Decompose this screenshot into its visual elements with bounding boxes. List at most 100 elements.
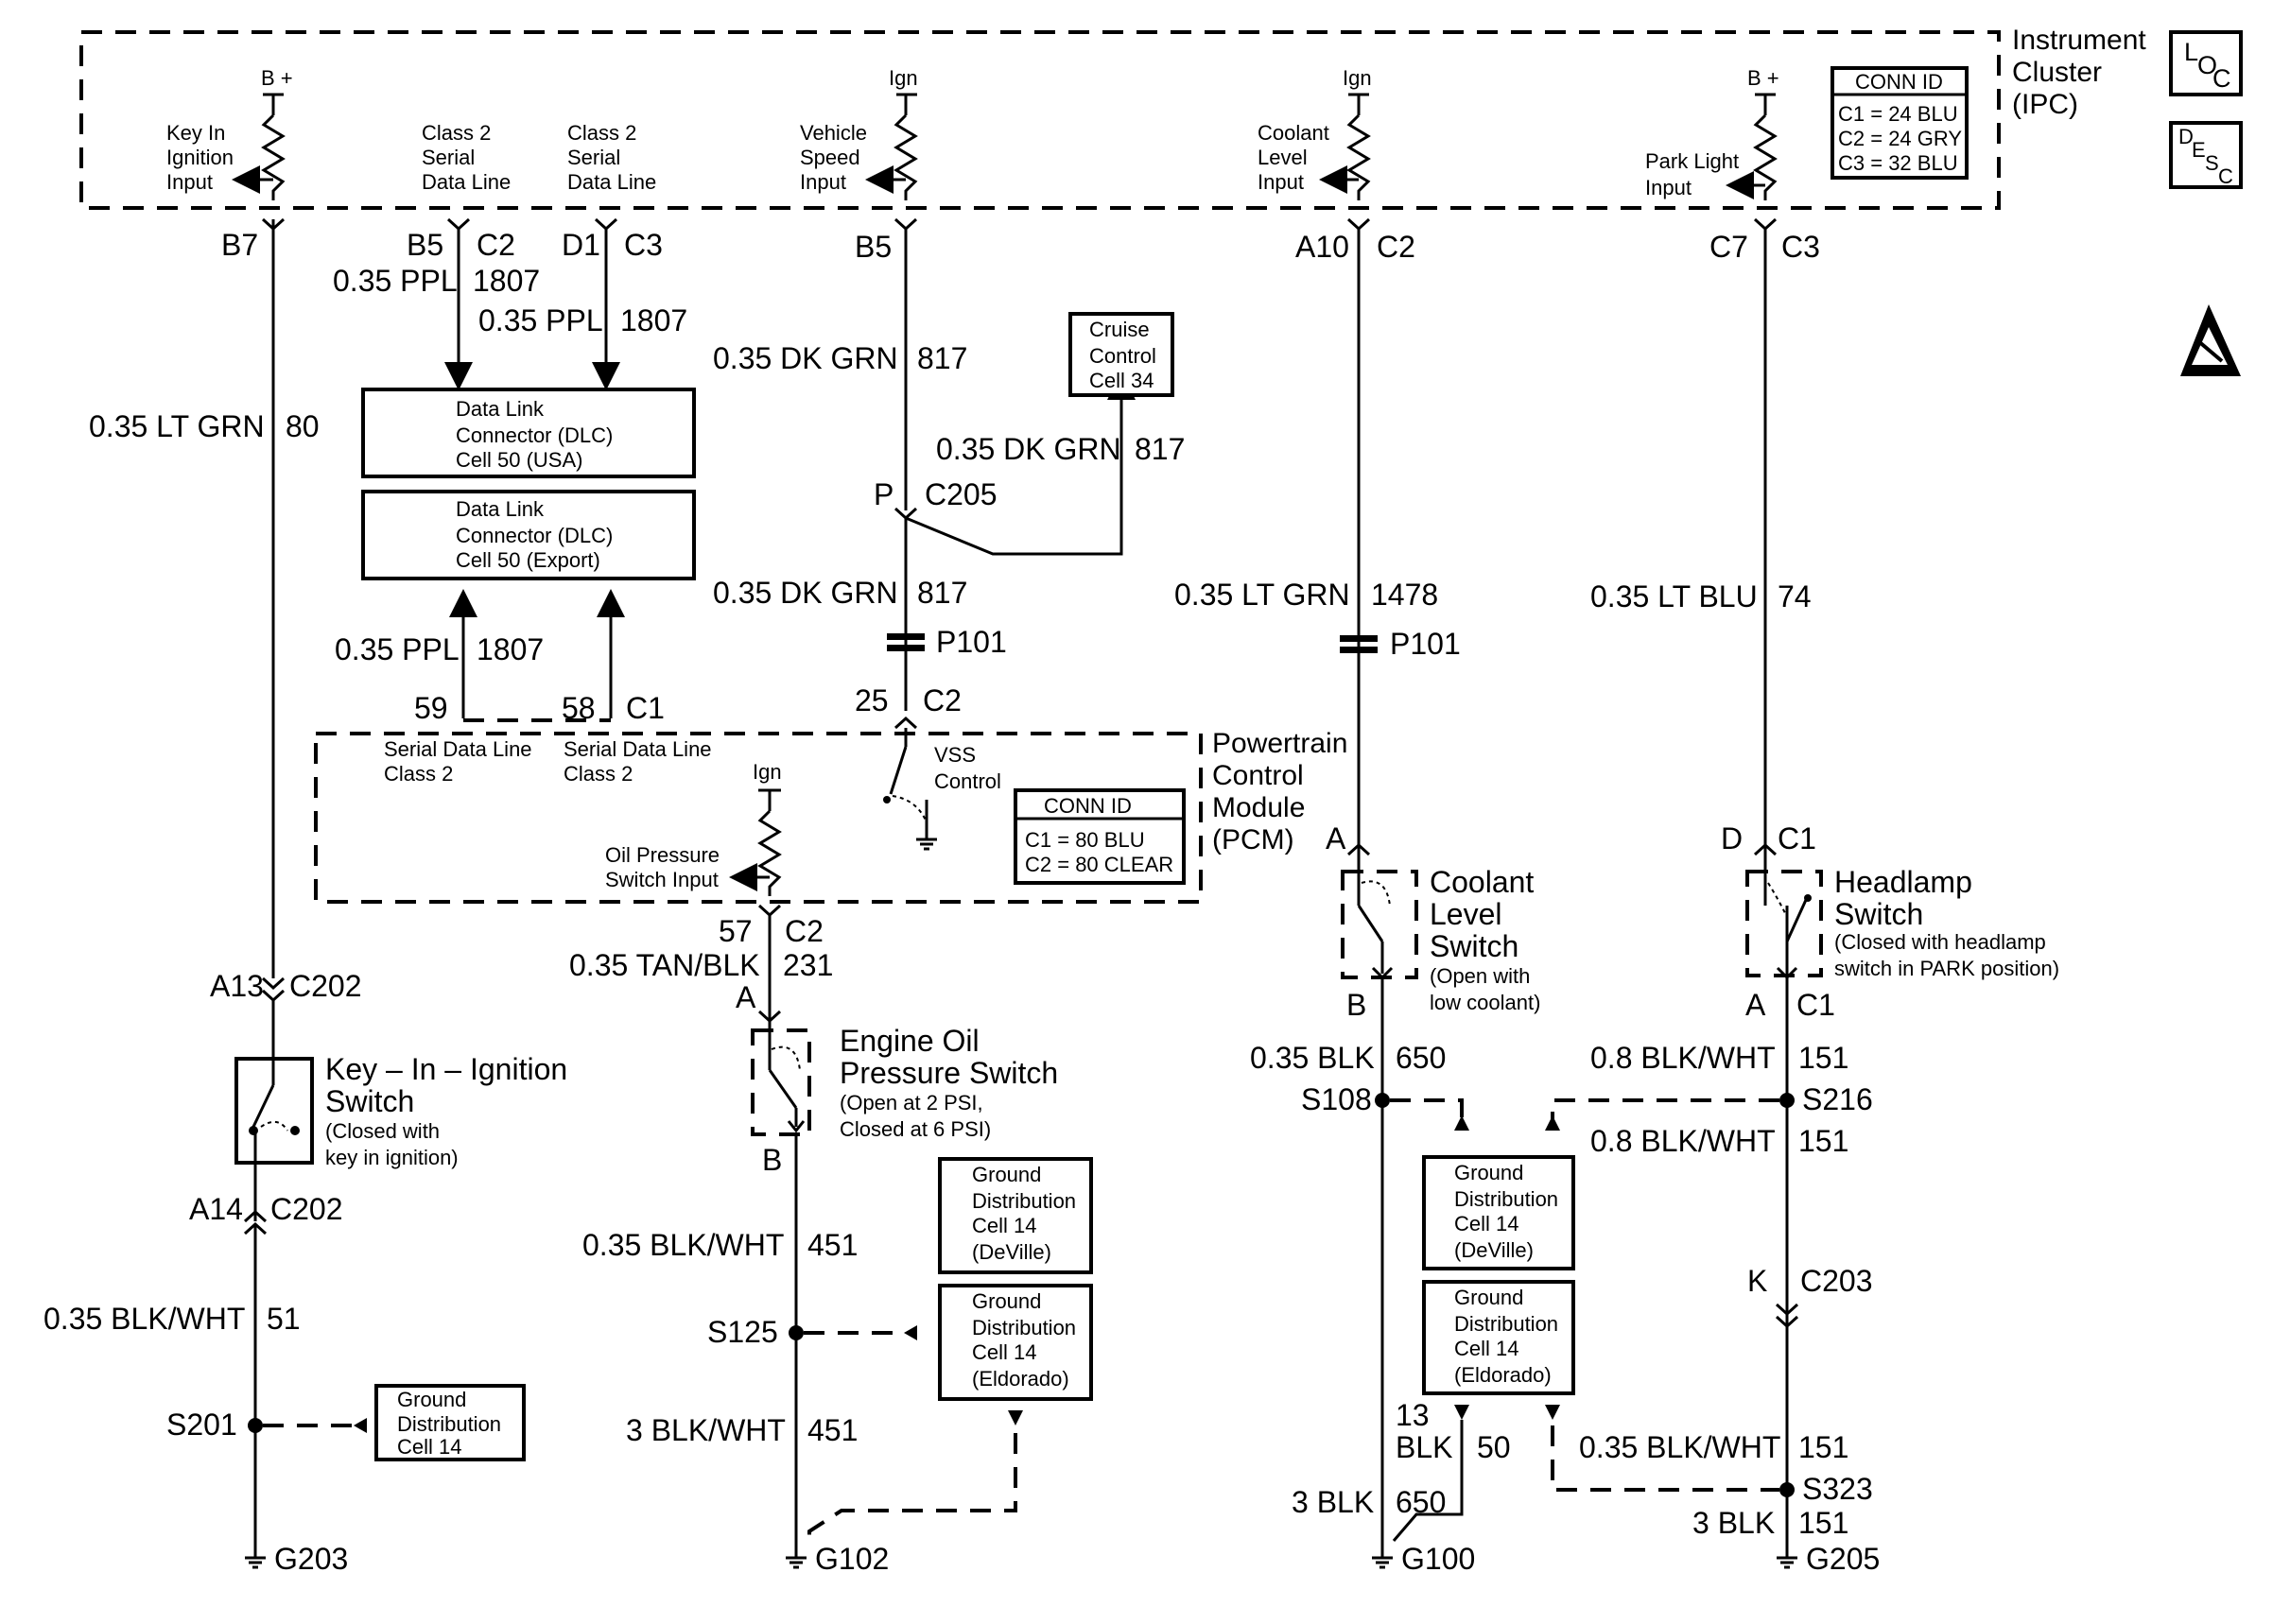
cruise-control-box: Cruise Control Cell 34 — [1068, 312, 1174, 397]
svg-text:Class 2: Class 2 — [384, 762, 453, 786]
svg-text:Data Line: Data Line — [567, 170, 656, 194]
pin-25: 25 — [855, 683, 889, 717]
svg-text:Control: Control — [934, 769, 1001, 793]
svg-text:(Closed with: (Closed with — [325, 1119, 440, 1143]
wire-817-b-gauge: 0.35 DK GRN — [936, 432, 1121, 466]
svg-text:Vehicle: Vehicle — [800, 121, 867, 145]
pin-a13: A13 — [210, 969, 264, 1003]
wire-817-a-number: 817 — [917, 341, 967, 375]
svg-text:C2 = 24 GRY: C2 = 24 GRY — [1838, 127, 1962, 150]
ground-g205-symbol — [1775, 1548, 1799, 1569]
pcm-vss-control: VSS Control — [883, 728, 1001, 851]
wire-80-gauge: 0.35 LT GRN — [89, 409, 265, 443]
wire-1807-b-number: 1807 — [620, 303, 687, 337]
pin-b-coolant: B — [1346, 988, 1366, 1022]
svg-text:(IPC): (IPC) — [2012, 89, 2078, 120]
splice-s108-label: S108 — [1301, 1082, 1372, 1116]
svg-text:Key In: Key In — [166, 121, 225, 145]
svg-text:S: S — [2205, 151, 2219, 175]
pin-d: D — [1721, 821, 1743, 855]
pin-k-c203: C203 — [1800, 1264, 1873, 1298]
svg-text:Serial: Serial — [567, 146, 620, 169]
svg-text:CONN ID: CONN ID — [1855, 70, 1943, 94]
pcm-serial-a-label: Serial Data Line Class 2 — [384, 737, 532, 786]
pcm-title: Powertrain Control Module (PCM) — [1212, 728, 1347, 855]
svg-text:Module: Module — [1212, 792, 1305, 823]
pin-b5-c2-a: B5 — [407, 228, 443, 262]
svg-text:Input: Input — [1258, 170, 1304, 194]
c202-top-chevron — [261, 976, 286, 991]
pcm-outline — [314, 732, 1203, 904]
svg-text:Oil Pressure: Oil Pressure — [605, 843, 720, 867]
wire-650-b-gauge: 3 BLK — [1292, 1485, 1374, 1519]
svg-text:Switch: Switch — [325, 1084, 414, 1118]
svg-text:Level: Level — [1258, 146, 1308, 169]
wire-151-a-gauge: 0.8 BLK/WHT — [1590, 1041, 1776, 1075]
svg-text:Input: Input — [166, 170, 213, 194]
svg-text:Data Line: Data Line — [422, 170, 511, 194]
svg-text:C1 = 24 BLU: C1 = 24 BLU — [1838, 102, 1958, 126]
wire-451-a-gauge: 0.35 BLK/WHT — [582, 1228, 784, 1262]
splice-s125-label: S125 — [707, 1315, 778, 1349]
pin-58: 58 — [562, 691, 596, 725]
svg-text:C3 = 32 BLU: C3 = 32 BLU — [1838, 151, 1958, 175]
wire-151-d-number: 151 — [1798, 1506, 1848, 1540]
pin-a-coolant: A — [1326, 821, 1346, 855]
ground-g102-symbol — [784, 1548, 808, 1569]
wire-151-c-number: 151 — [1798, 1430, 1848, 1464]
svg-text:Headlamp: Headlamp — [1834, 865, 1972, 899]
wire-151-d-gauge: 3 BLK — [1692, 1506, 1775, 1540]
svg-text:Key – In – Ignition: Key – In – Ignition — [325, 1052, 567, 1086]
svg-text:C2 = 80 CLEAR: C2 = 80 CLEAR — [1025, 853, 1173, 876]
pin-a10: A10 — [1295, 230, 1349, 264]
wire-51-gauge: 0.35 BLK/WHT — [43, 1302, 245, 1336]
pin-a14: A14 — [189, 1192, 243, 1226]
svg-text:Powertrain: Powertrain — [1212, 728, 1347, 759]
svg-text:Cell 14: Cell 14 — [1454, 1337, 1518, 1360]
svg-text:Cell 14: Cell 14 — [397, 1435, 461, 1459]
svg-text:Input: Input — [800, 170, 846, 194]
svg-text:Data Link: Data Link — [456, 397, 545, 421]
ground-g203-symbol — [243, 1548, 268, 1569]
ipc-title: Instrument Cluster (IPC) — [2012, 25, 2146, 120]
svg-text:E: E — [2192, 138, 2206, 162]
svg-text:L: L — [2184, 38, 2198, 66]
ipc-park-light-input: B + Park Light Input — [1645, 66, 1779, 202]
pin-d1-c3-b: C3 — [624, 228, 663, 262]
pin-b5-c2-b: C2 — [477, 228, 515, 262]
ground-dist-cell14-box: Ground Distribution Cell 14 — [374, 1384, 526, 1461]
pin-d1-c3-a: D1 — [562, 228, 600, 262]
svg-text:Ground: Ground — [972, 1289, 1041, 1313]
wire-50 — [1392, 1420, 1464, 1542]
svg-text:(DeVille): (DeVille) — [1454, 1238, 1534, 1262]
wire-1807-c-gauge: 0.35 PPL — [335, 632, 460, 666]
ipc-vss-input: Ign Vehicle Speed Input — [800, 66, 918, 202]
svg-text:Ground: Ground — [397, 1388, 466, 1411]
pin-57: 57 — [719, 914, 753, 948]
svg-text:Cell 14: Cell 14 — [972, 1214, 1036, 1237]
svg-text:Distribution: Distribution — [397, 1412, 501, 1436]
svg-text:Switch: Switch — [1834, 897, 1923, 931]
svg-text:Cell 14: Cell 14 — [972, 1340, 1036, 1364]
splice-s125 — [789, 1325, 804, 1340]
wire-451-b-gauge: 3 BLK/WHT — [626, 1413, 786, 1447]
wire-650-a-gauge: 0.35 BLK — [1250, 1041, 1375, 1075]
svg-text:C: C — [2218, 164, 2233, 188]
svg-text:Class 2: Class 2 — [567, 121, 636, 145]
svg-text:Input: Input — [1645, 176, 1692, 199]
ipc-class2-a-label: Class 2 Serial Data Line — [422, 121, 511, 194]
wire-1478-number: 1478 — [1371, 578, 1438, 612]
svg-text:Connector (DLC): Connector (DLC) — [456, 423, 613, 447]
wire-74-gauge: 0.35 LT BLU — [1590, 579, 1758, 613]
pin-25-c2: C2 — [923, 683, 962, 717]
wire-231-gauge: 0.35 TAN/BLK — [569, 948, 760, 982]
pin-a-headlamp-c1: C1 — [1796, 988, 1835, 1022]
ground-g100-symbol — [1370, 1548, 1395, 1569]
svg-text:Serial Data Line: Serial Data Line — [384, 737, 532, 761]
svg-text:Data Link: Data Link — [456, 497, 545, 521]
pcm-oil-pressure-input: Ign Oil Pressure Switch Input — [605, 760, 782, 898]
wire-1807-b-gauge: 0.35 PPL — [478, 303, 603, 337]
svg-text:Connector (DLC): Connector (DLC) — [456, 524, 613, 547]
svg-text:Ign: Ign — [889, 66, 918, 90]
pin-p-c205: C205 — [925, 477, 998, 511]
